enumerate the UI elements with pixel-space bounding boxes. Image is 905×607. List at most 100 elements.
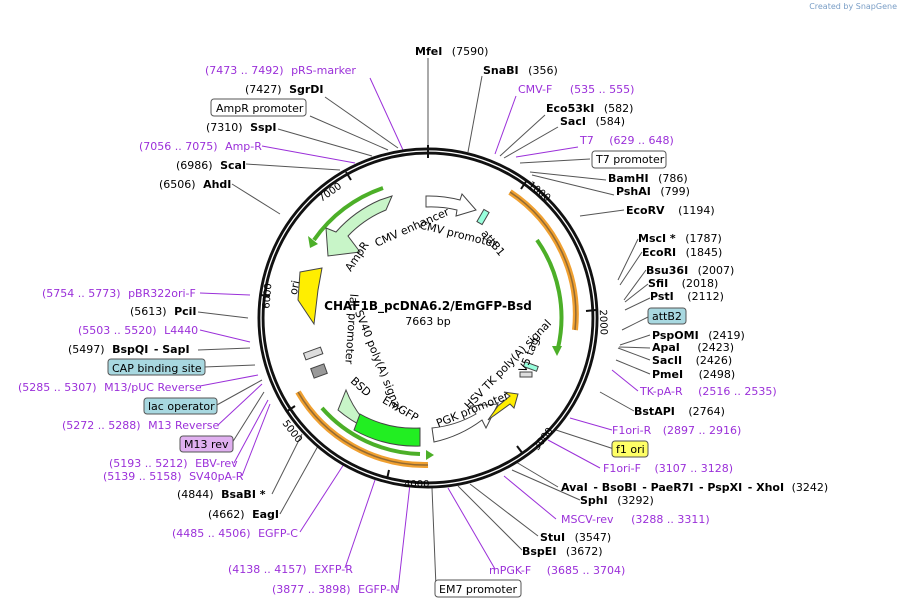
l33-a: (5285 .. 5307) — [18, 381, 97, 394]
l47-a: MSCV-rev — [561, 513, 614, 526]
l3-a: (7427) — [245, 83, 282, 96]
leader-lines — [197, 58, 651, 591]
l3-b: SgrDI — [289, 83, 323, 96]
svg-text:(5503 .. 5520) L4440: (5503 .. 5520) L4440 — [78, 324, 198, 337]
attb2-label-box — [647, 307, 687, 325]
green-arc-top — [312, 186, 384, 242]
l18-b: (1845) — [686, 246, 723, 259]
l49-b: (3547) — [575, 531, 612, 544]
l20-a: Bsu36I — [646, 264, 688, 277]
svg-text:F1ori-R (2897 .. 2916): F1ori-R (2897 .. 2916) — [612, 424, 741, 437]
orange-arc-2-line — [297, 391, 429, 466]
l27-a: ApaI — [652, 341, 680, 354]
l22-a: PstI — [650, 290, 674, 303]
m13-rev-box — [179, 435, 234, 453]
l6-b: (582) — [604, 102, 634, 115]
cap-box — [302, 346, 324, 361]
l15-a: (6506) — [159, 178, 196, 191]
svg-text:EcoRI (1845): EcoRI (1845) — [642, 246, 722, 259]
green-arc-right-head — [552, 346, 562, 356]
l28-a: (5497) — [68, 343, 105, 356]
orange-arc-1-line — [509, 191, 577, 331]
l16-b: (1194) — [678, 204, 715, 217]
tick-1000: 1000 — [526, 180, 553, 204]
l0-b: (7590) — [452, 45, 489, 58]
l43-d: - PspXI — [699, 481, 742, 494]
l48-b: EGFP-C — [258, 527, 298, 540]
svg-text:ApaI (2423): ApaI (2423) — [652, 341, 734, 354]
green-arc-bottom-head — [426, 450, 434, 460]
svg-text:M13 rev: M13 rev — [184, 438, 229, 451]
l29-b: (2426) — [696, 354, 733, 367]
l7-b: (584) — [595, 115, 625, 128]
l43-e: - XhoI — [748, 481, 784, 494]
l36-a: (5272 .. 5288) — [62, 419, 141, 432]
l30-a: PmeI — [652, 368, 683, 381]
l1-a: (7473 .. 7492) — [205, 64, 284, 77]
svg-text:CAP binding site: CAP binding site — [112, 362, 202, 375]
l46-b: EagI — [252, 508, 279, 521]
feat-sv40-polya: SV40 poly(A) signal — [352, 308, 404, 412]
svg-text:PstI (2112): PstI (2112) — [650, 290, 724, 303]
l19-b: pBR322ori-F — [128, 287, 196, 300]
l4-a: CMV-F — [518, 83, 552, 96]
l50-a: BspEI — [522, 545, 556, 558]
t7-promoter-box — [591, 150, 667, 169]
l46-a: (4662) — [208, 508, 245, 521]
l34-b: (2764) — [688, 405, 725, 418]
l0-a: MfeI — [415, 45, 442, 58]
l53-a: (3877 .. 3898) — [272, 583, 351, 596]
l14-a: PshAI — [616, 185, 651, 198]
attb1-box — [476, 208, 490, 226]
credit-brand: SnapGene — [855, 2, 897, 11]
l43-f: (3242) — [792, 481, 829, 494]
l48-a: (4485 .. 4506) — [172, 527, 251, 540]
green-arc-right — [535, 238, 564, 349]
l18-a: EcoRI — [642, 246, 676, 259]
l21-a: SfiI — [648, 277, 668, 290]
l5-a: AmpR promoter — [216, 102, 304, 115]
ampr-arrow — [325, 195, 393, 257]
svg-text:(4844) BsaBI *: (4844) BsaBI * — [177, 488, 266, 501]
f1-ori-box — [611, 440, 649, 458]
l45-b: (3292) — [617, 494, 654, 507]
svg-text:PmeI (2498): PmeI (2498) — [652, 368, 735, 381]
f1-ori-arrow — [487, 391, 519, 421]
l41-a: (5139 .. 5158) — [103, 470, 182, 483]
emgfp-arrow — [353, 413, 421, 447]
l10-b: Amp-R — [225, 140, 262, 153]
l38-a: M13 rev — [184, 438, 229, 451]
feat-lac-promoter: lac promoter — [342, 293, 360, 365]
svg-text:SacII (2426): SacII (2426) — [652, 354, 732, 367]
l9-b: (629 .. 648) — [609, 134, 674, 147]
svg-text:(7427) SgrDI: (7427) SgrDI — [245, 83, 324, 96]
svg-text:SnaBI (356): SnaBI (356) — [483, 64, 558, 77]
svg-text:SfiI (2018): SfiI (2018) — [648, 277, 718, 290]
svg-text:(5613) PciI: (5613) PciI — [130, 305, 197, 318]
svg-text:CMV-F (535 .. 555): CMV-F (535 .. 555) — [518, 83, 634, 96]
feat-bsd: BSD — [348, 374, 374, 399]
svg-text:(5754 .. 5773) pBR322ori-F: (5754 .. 5773) pBR322ori-F — [42, 287, 196, 300]
l37-a: F1ori-R — [612, 424, 652, 437]
l4-b: (535 .. 555) — [570, 83, 635, 96]
svg-text:AvaI - BsoBI - PaeR7I - PspXI: AvaI - BsoBI - PaeR7I - PspXI - XhoI (32… — [561, 481, 828, 494]
svg-text:(4485 .. 4506) EGFP-C: (4485 .. 4506) EGFP-C — [172, 527, 298, 540]
l52-b: (3685 .. 3704) — [547, 564, 626, 577]
l33-b: M13/pUC Reverse — [104, 381, 202, 394]
tick-2000: 2000 — [597, 309, 609, 335]
svg-text:AmpR promoter: AmpR promoter — [216, 102, 304, 115]
l52-a: mPGK-F — [489, 564, 531, 577]
l51-a: (4138 .. 4157) — [228, 563, 307, 576]
svg-text:lac operator: lac operator — [148, 400, 215, 413]
l14-b: (799) — [660, 185, 690, 198]
l44-b: BsaBI * — [221, 488, 266, 501]
l32-b: (2516 .. 2535) — [698, 385, 777, 398]
l34-a: BstAPI — [634, 405, 675, 418]
l6-a: Eco53kI — [546, 102, 594, 115]
l26-a: PspOMI — [652, 329, 699, 342]
l19-a: (5754 .. 5773) — [42, 287, 121, 300]
l42-a: F1ori-F — [603, 462, 641, 475]
svg-text:PspOMI (2419): PspOMI (2419) — [652, 329, 745, 342]
l43-a: AvaI — [561, 481, 588, 494]
